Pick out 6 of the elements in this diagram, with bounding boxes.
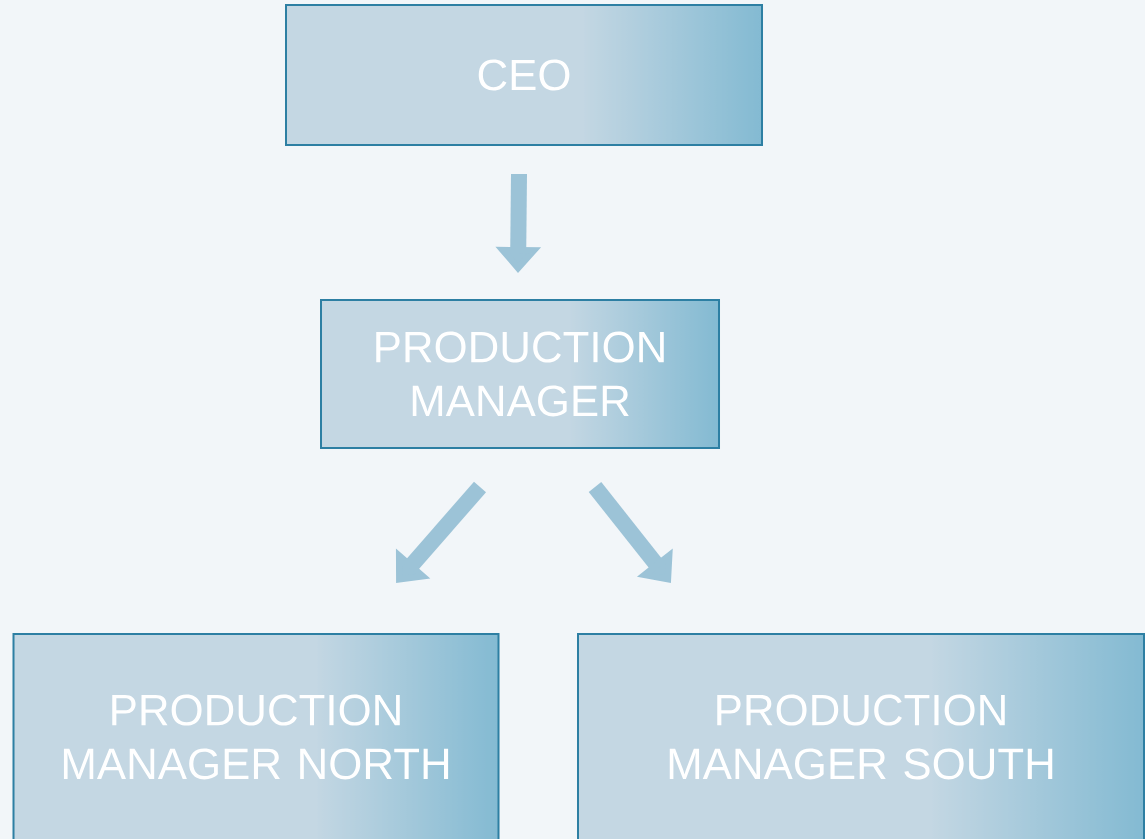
block-arrow bbox=[395, 481, 487, 583]
org-box: PRODUCTION MANAGER SOUTH bbox=[577, 633, 1145, 839]
org-box: CEO bbox=[285, 4, 763, 146]
block-arrow bbox=[588, 482, 673, 583]
org-box: PRODUCTION MANAGER NORTH bbox=[12, 633, 500, 839]
org-box: PRODUCTION MANAGER bbox=[320, 299, 720, 449]
